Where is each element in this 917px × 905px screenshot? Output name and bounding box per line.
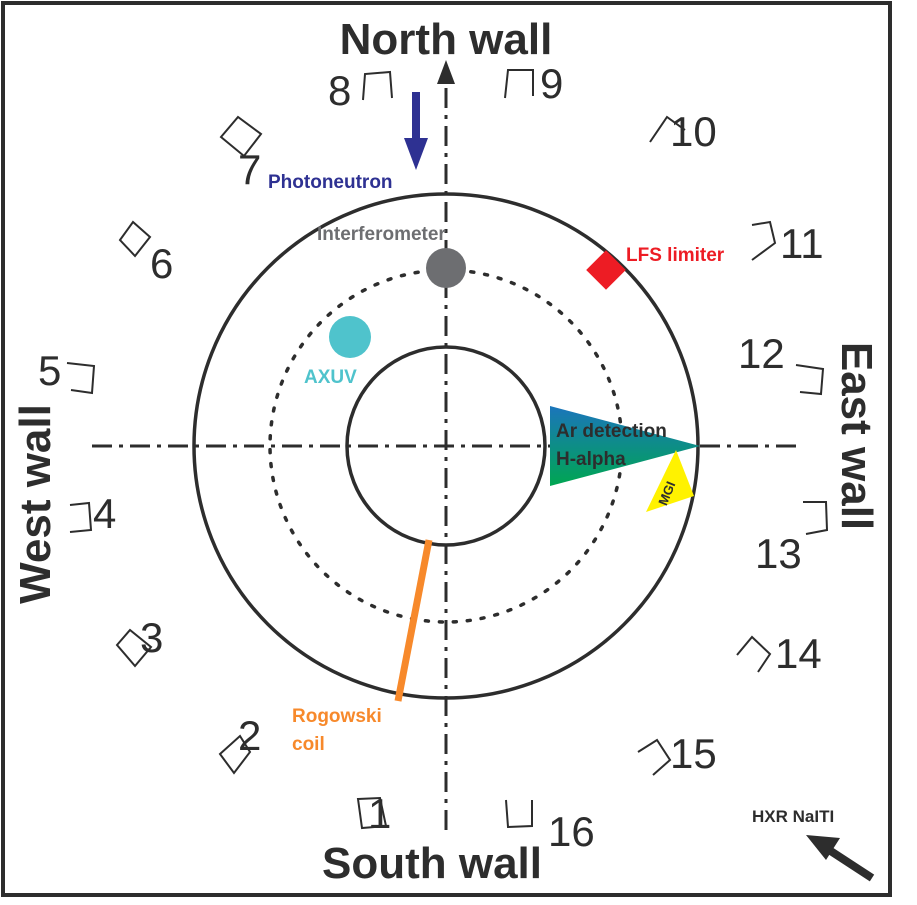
port-6-shape xyxy=(118,220,152,258)
lfs-limiter-label: LFS limiter xyxy=(626,245,725,266)
north-wall-label: North wall xyxy=(340,15,553,64)
port-8-shape xyxy=(362,70,393,101)
port-13-shape xyxy=(803,501,829,535)
hxr-arrow-head xyxy=(806,835,840,860)
port-number-15: 15 xyxy=(670,730,717,777)
ar-detection-label: Ar detection xyxy=(556,421,667,442)
port-4-shape xyxy=(69,501,93,533)
port-15-shape xyxy=(637,738,672,776)
mgi-label: MGI xyxy=(655,479,678,507)
photoneutron-arrow-shaft xyxy=(412,92,420,140)
south-wall-label: South wall xyxy=(322,839,542,888)
h-alpha-label: H-alpha xyxy=(556,449,626,470)
photoneutron-label: Photoneutron xyxy=(268,172,393,193)
port-3-shape xyxy=(115,628,153,668)
axuv-label: AXUV xyxy=(304,367,357,388)
photoneutron-marker xyxy=(404,92,428,170)
ar-detection-h-alpha-fan xyxy=(550,406,700,486)
port-9-shape xyxy=(504,69,534,99)
photoneutron-arrow-icon xyxy=(404,138,428,170)
port-number-9: 9 xyxy=(540,60,563,107)
rogowski-label-line2: coil xyxy=(292,734,325,755)
port-11-shape xyxy=(751,220,777,261)
port-number-5: 5 xyxy=(38,347,61,394)
interferometer-label: Interferometer xyxy=(317,224,446,245)
hxr-label: HXR NaITI xyxy=(752,807,834,826)
lfs-limiter-marker xyxy=(586,250,626,290)
port-number-12: 12 xyxy=(738,330,785,377)
port-12-shape xyxy=(795,364,825,396)
port-number-8: 8 xyxy=(328,67,351,114)
port-5-shape xyxy=(66,362,96,395)
mgi-marker xyxy=(646,450,694,512)
rogowski-coil-line xyxy=(394,539,433,702)
west-wall-label: West wall xyxy=(11,404,60,604)
port-2-shape xyxy=(218,734,252,775)
port-10-shape xyxy=(649,115,686,143)
port-number-14: 14 xyxy=(775,630,822,677)
port-1-shape xyxy=(356,796,388,830)
north-arrow-icon xyxy=(437,60,455,84)
axuv-marker xyxy=(329,316,371,358)
port-number-3: 3 xyxy=(140,614,163,661)
port-number-7: 7 xyxy=(238,146,261,193)
port-number-1: 1 xyxy=(368,790,391,837)
port-number-16: 16 xyxy=(548,808,595,855)
port-7-shape xyxy=(219,115,263,158)
hxr-arrow-icon xyxy=(806,835,875,882)
port-14-shape xyxy=(736,635,772,673)
port-number-13: 13 xyxy=(755,530,802,577)
port-number-6: 6 xyxy=(150,240,173,287)
port-shapes xyxy=(66,69,829,830)
diagram-border xyxy=(1,1,892,897)
inner-vessel-circle xyxy=(345,345,547,547)
port-number-11: 11 xyxy=(780,220,824,267)
port-16-shape xyxy=(505,799,533,829)
port-number-2: 2 xyxy=(238,712,261,759)
interferometer-marker xyxy=(426,248,466,288)
port-number-10: 10 xyxy=(670,108,717,155)
east-wall-label: East wall xyxy=(832,342,881,530)
rogowski-label-line1: Rogowski xyxy=(292,706,382,727)
port-number-4: 4 xyxy=(93,490,116,537)
